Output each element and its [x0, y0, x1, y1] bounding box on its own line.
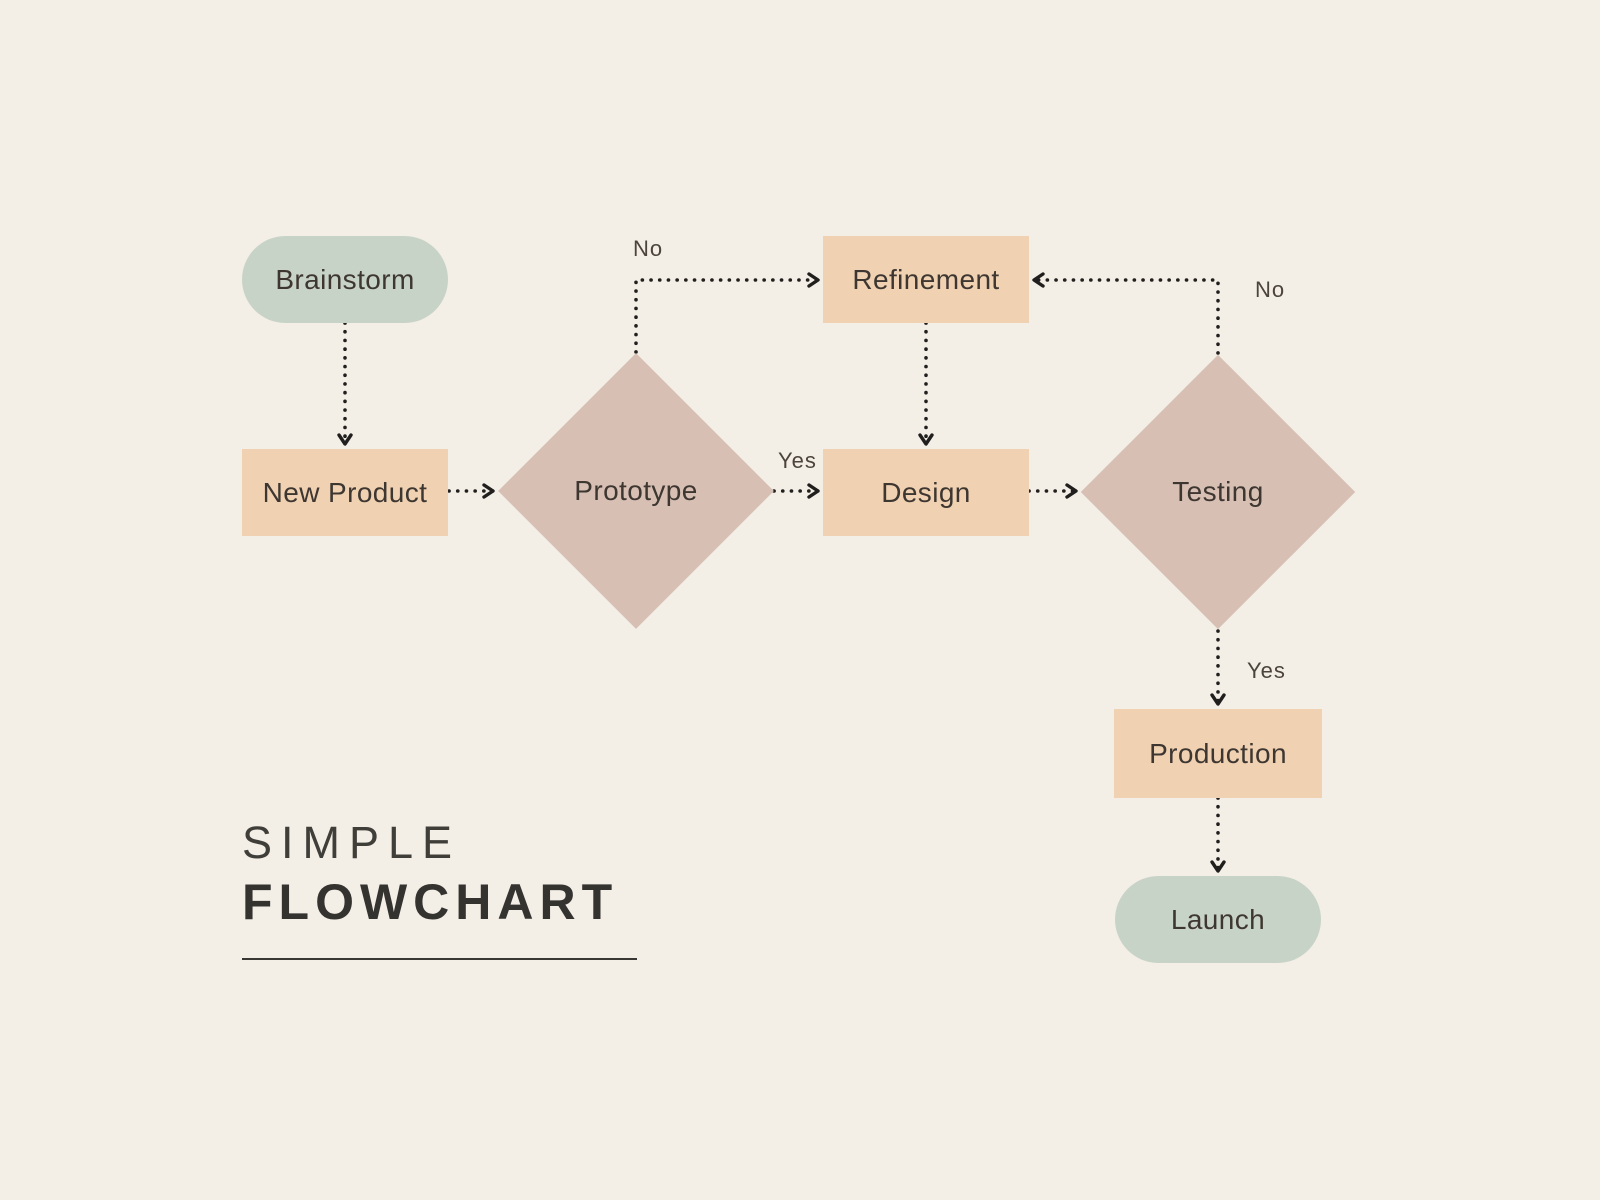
node-label: Brainstorm: [275, 263, 415, 295]
title-underline: [242, 958, 637, 960]
node-label: Production: [1149, 737, 1287, 769]
node-prototype: Prototype: [498, 352, 774, 630]
edge-label-testing-to-refinement: No: [1255, 277, 1285, 302]
title-block: SIMPLE FLOWCHART: [242, 818, 637, 960]
node-new-product: New Product: [242, 449, 448, 536]
edge-label-prototype-to-design: Yes: [778, 448, 817, 473]
node-brainstorm: Brainstorm: [242, 236, 448, 323]
node-label: Testing: [1172, 476, 1264, 507]
title-line-2: FLOWCHART: [242, 874, 619, 930]
node-label: Launch: [1170, 903, 1266, 935]
node-label: Design: [881, 476, 971, 508]
edge-prototype-to-refinement: [634, 272, 820, 354]
node-label: Prototype: [574, 475, 698, 506]
node-production: Production: [1114, 709, 1322, 798]
node-launch: Launch: [1115, 876, 1321, 963]
node-design: Design: [823, 449, 1029, 536]
node-refinement: Refinement: [823, 236, 1029, 323]
node-label: New Product: [262, 476, 428, 508]
edge-label-prototype-to-refinement: No: [633, 236, 663, 261]
node-label: Refinement: [852, 263, 1000, 295]
edge-testing-to-refinement: [1032, 272, 1220, 355]
title-line-1: SIMPLE: [242, 817, 462, 868]
node-testing: Testing: [1080, 353, 1356, 631]
edge-label-testing-to-production: Yes: [1247, 658, 1286, 683]
